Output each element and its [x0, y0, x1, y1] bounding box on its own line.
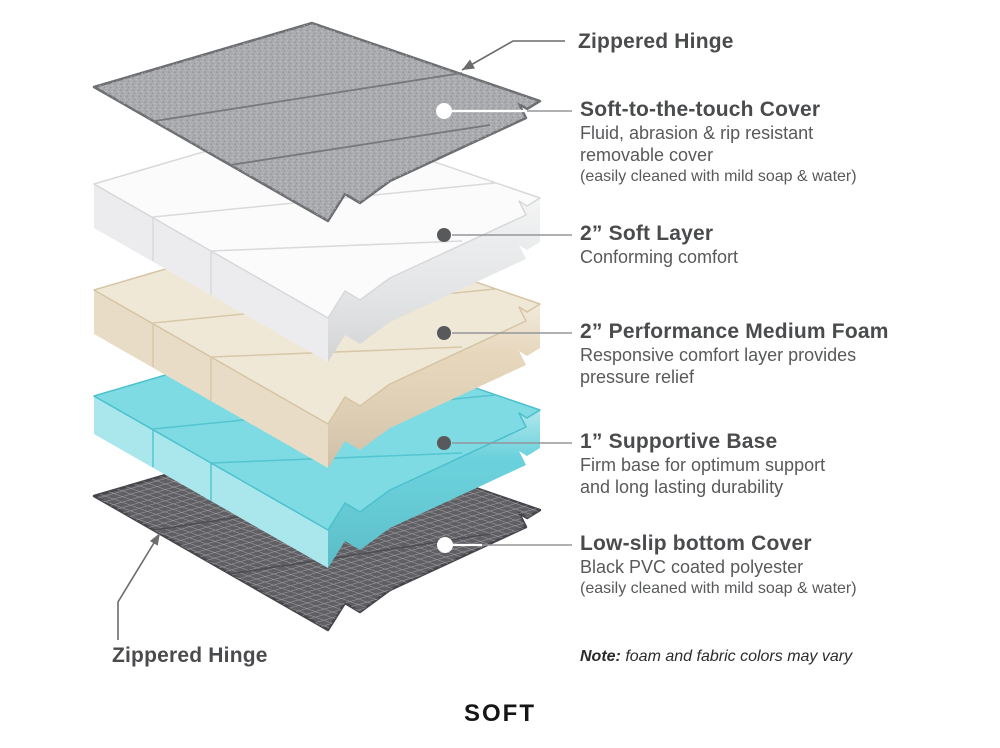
- callout-line: Conforming comfort: [580, 247, 739, 267]
- callout-paren: (easily cleaned with mild soap & water): [580, 168, 857, 185]
- callout-heading: 1” Supportive Base: [580, 430, 778, 453]
- callout-supportive-base: 1” Supportive Base Firm base for optimum…: [580, 429, 825, 498]
- callout-soft-layer: 2” Soft Layer Conforming comfort: [580, 221, 738, 268]
- callout-line: and long lasting durability: [580, 477, 784, 497]
- soft-top-face: [93, 119, 541, 319]
- callout-paren: (easily cleaned with mild soap & water): [580, 580, 857, 597]
- hinge-top-arrowhead-icon: [462, 59, 475, 70]
- callout-heading: 2” Performance Medium Foam: [580, 320, 889, 343]
- callout-heading: 2” Soft Layer: [580, 222, 714, 245]
- note-text: foam and fabric colors may vary: [620, 648, 853, 665]
- base-front-shading: [328, 410, 540, 568]
- zippered-hinge-top-label: Zippered Hinge: [578, 30, 734, 53]
- callout-line: pressure relief: [580, 367, 695, 387]
- callout-heading: Soft-to-the-touch Cover: [580, 98, 821, 121]
- hinge-top-arrow-line: [461, 40, 565, 71]
- callout-line: Fluid, abrasion & rip resistant: [580, 123, 814, 143]
- color-variation-note: Note: foam and fabric colors may vary: [580, 648, 852, 666]
- note-prefix: Note:: [580, 648, 621, 665]
- base-fold-lines: [152, 429, 212, 501]
- bottom-callout-dot: [437, 537, 453, 553]
- soft-foam-layer: [93, 119, 541, 362]
- medium-fold-lines: [152, 323, 212, 401]
- top-cover-seams: [154, 72, 491, 166]
- soft-callout-dot: [437, 228, 451, 242]
- callout-heading: Low-slip bottom Cover: [580, 532, 812, 555]
- callout-line: Black PVC coated polyester: [580, 557, 804, 577]
- hinge-bottom-arrow-line: [117, 532, 161, 640]
- medium-callout-dot: [437, 326, 451, 340]
- callout-bottom-cover: Low-slip bottom Cover Black PVC coated p…: [580, 531, 857, 600]
- top-cover-fabric-texture: [94, 23, 540, 221]
- callout-line: Firm base for optimum support: [580, 455, 826, 475]
- top-cover-layer: [92, 21, 542, 223]
- hinge-bottom-arrowhead-icon: [149, 533, 160, 546]
- zippered-hinge-bottom-label: Zippered Hinge: [112, 644, 268, 667]
- medium-front-shading: [328, 304, 540, 468]
- callout-line: removable cover: [580, 145, 714, 165]
- callout-soft-cover: Soft-to-the-touch Cover Fluid, abrasion …: [580, 97, 857, 188]
- cover-callout-dot: [436, 103, 452, 119]
- soft-fold-lines: [152, 217, 212, 295]
- base-callout-dot: [437, 436, 451, 450]
- callout-leaders: [117, 40, 572, 640]
- soft-front-shading: [328, 198, 540, 362]
- callout-medium-foam: 2” Performance Medium Foam Responsive co…: [580, 319, 889, 388]
- callout-line: Responsive comfort layer provides: [580, 345, 857, 365]
- firmness-title: SOFT: [464, 700, 536, 727]
